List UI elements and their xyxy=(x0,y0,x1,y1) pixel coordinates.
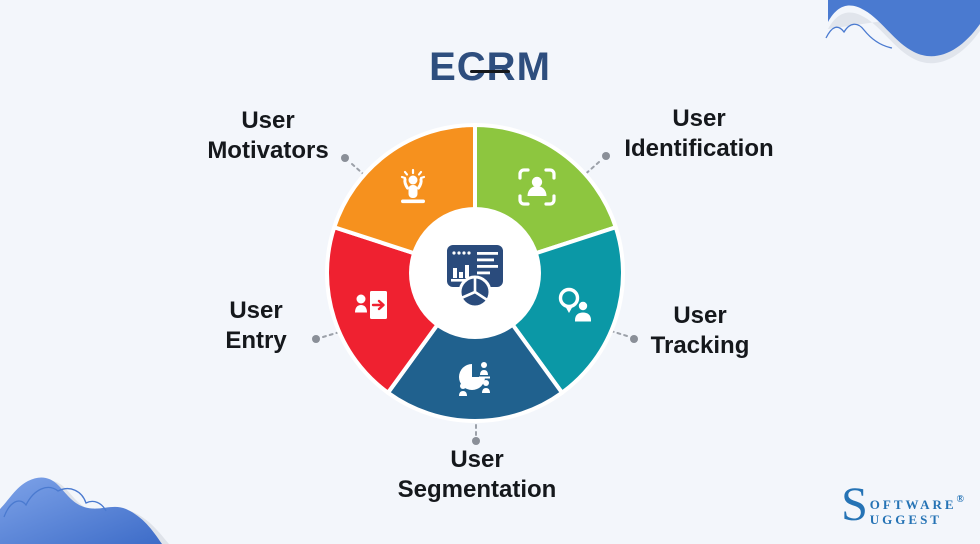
motivated-user-icon xyxy=(400,168,426,204)
registered-mark: ® xyxy=(956,494,964,505)
segment-user-segmentation xyxy=(385,271,565,423)
logo-line2: uggest xyxy=(869,508,942,528)
page-title: ECRM xyxy=(429,44,551,89)
bottom-left-wave-decoration xyxy=(0,477,169,544)
user-door-icon xyxy=(355,291,387,319)
analytics-dashboard-icon xyxy=(447,245,503,309)
ecrm-cycle-diagram xyxy=(325,123,625,423)
label-user-tracking: User Tracking xyxy=(650,302,750,359)
label-user-motivators: User Motivators xyxy=(207,107,329,164)
softwaresuggest-logo: S oftware® uggest xyxy=(841,478,964,531)
label-user-entry: User Entry xyxy=(225,297,287,354)
title-underline xyxy=(470,70,510,73)
user-scan-icon xyxy=(518,168,556,206)
pie-users-icon xyxy=(459,362,490,396)
user-location-icon xyxy=(558,287,591,322)
logo-initial: S xyxy=(841,478,868,531)
label-user-segmentation: User Segmentation xyxy=(397,446,557,503)
logo-line1: oftware® xyxy=(869,493,964,513)
label-user-identification: User Identification xyxy=(624,105,774,162)
